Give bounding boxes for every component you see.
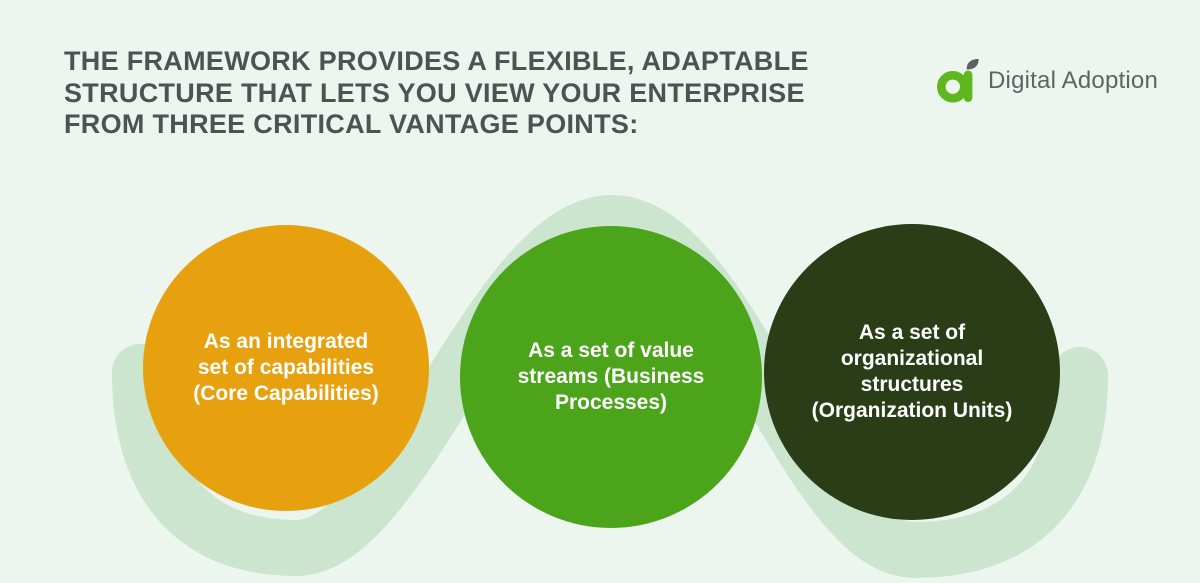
label-line: As an integrated	[203, 330, 369, 353]
label-line: (Organization Units)	[811, 399, 1013, 422]
label-line: As a set of value	[528, 339, 694, 362]
value-streams-circle: As a set of value streams (Business Proc…	[460, 226, 762, 528]
org-structures-circle: As a set of organizational structures (O…	[764, 224, 1060, 520]
label-line: set of capabilities	[197, 356, 375, 379]
page-title-line: FROM THREE CRITICAL VANTAGE POINTS:	[64, 109, 639, 139]
org-structures-circle-label: As a set of organizational structures (O…	[812, 320, 1013, 424]
label-line: Processes)	[554, 391, 668, 414]
page-title: THE FRAMEWORK PROVIDES A FLEXIBLE, ADAPT…	[64, 46, 809, 141]
label-line: structures	[860, 373, 964, 396]
page-title-line: STRUCTURE THAT LETS YOU VIEW YOUR ENTERP…	[64, 77, 805, 108]
digital-adoption-logo: Digital Adoption	[937, 58, 1158, 104]
page-title-line: THE FRAMEWORK PROVIDES A FLEXIBLE, ADAPT…	[64, 46, 809, 76]
label-line: As a set of	[858, 321, 966, 344]
capabilities-circle-label: As an integrated set of capabilities (Co…	[193, 329, 379, 407]
label-line: streams (Business	[517, 365, 705, 388]
digital-adoption-a-leaf-icon	[937, 59, 979, 103]
capabilities-circle: As an integrated set of capabilities (Co…	[143, 225, 429, 511]
ribbon-path	[112, 194, 1108, 579]
digital-adoption-logo-text: Digital Adoption	[988, 67, 1158, 94]
label-line: organizational	[840, 347, 984, 370]
label-line: (Core Capabilities)	[193, 382, 379, 405]
value-streams-circle-label: As a set of value streams (Business Proc…	[518, 338, 705, 416]
